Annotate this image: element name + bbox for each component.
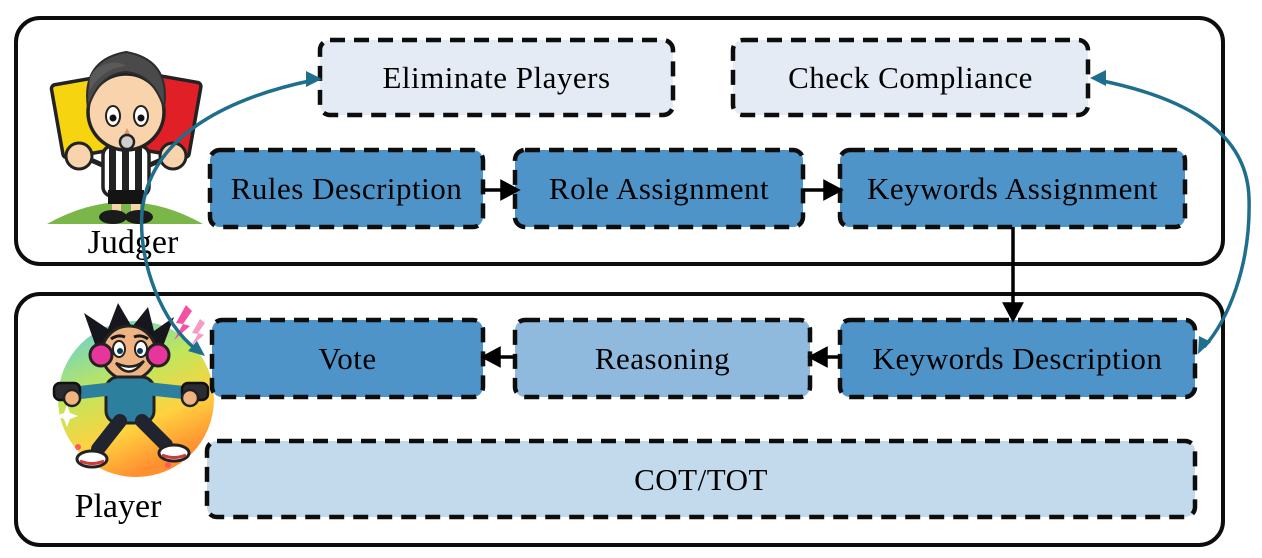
cot-tot-label: COT/TOT [634,461,768,497]
eliminate-players-box: Eliminate Players [320,40,673,115]
player-section-label: Player [74,488,162,525]
reasoning-label: Reasoning [594,341,731,376]
keywords-description-box: Keywords Description [840,320,1195,397]
reasoning-box: Reasoning [515,320,810,397]
gamer-mascot-icon [52,303,214,477]
cot-tot-box: COT/TOT [207,441,1195,517]
referee-mascot-icon [47,50,203,224]
role-assignment-label: Role Assignment [548,171,770,206]
keywords-assignment-box: Keywords Assignment [840,150,1185,227]
check-compliance-label: Check Compliance [788,60,1033,95]
rules-description-box: Rules Description [210,150,483,227]
judger-section-label: Judger [87,224,179,261]
vote-box: Vote [212,320,483,397]
rules-description-label: Rules Description [230,171,463,206]
check-compliance-box: Check Compliance [733,40,1088,115]
keywords-assignment-label: Keywords Assignment [866,171,1159,206]
role-assignment-box: Role Assignment [515,150,803,227]
eliminate-players-label: Eliminate Players [382,60,611,95]
vote-label: Vote [318,341,377,376]
keywords-description-label: Keywords Description [872,341,1163,376]
